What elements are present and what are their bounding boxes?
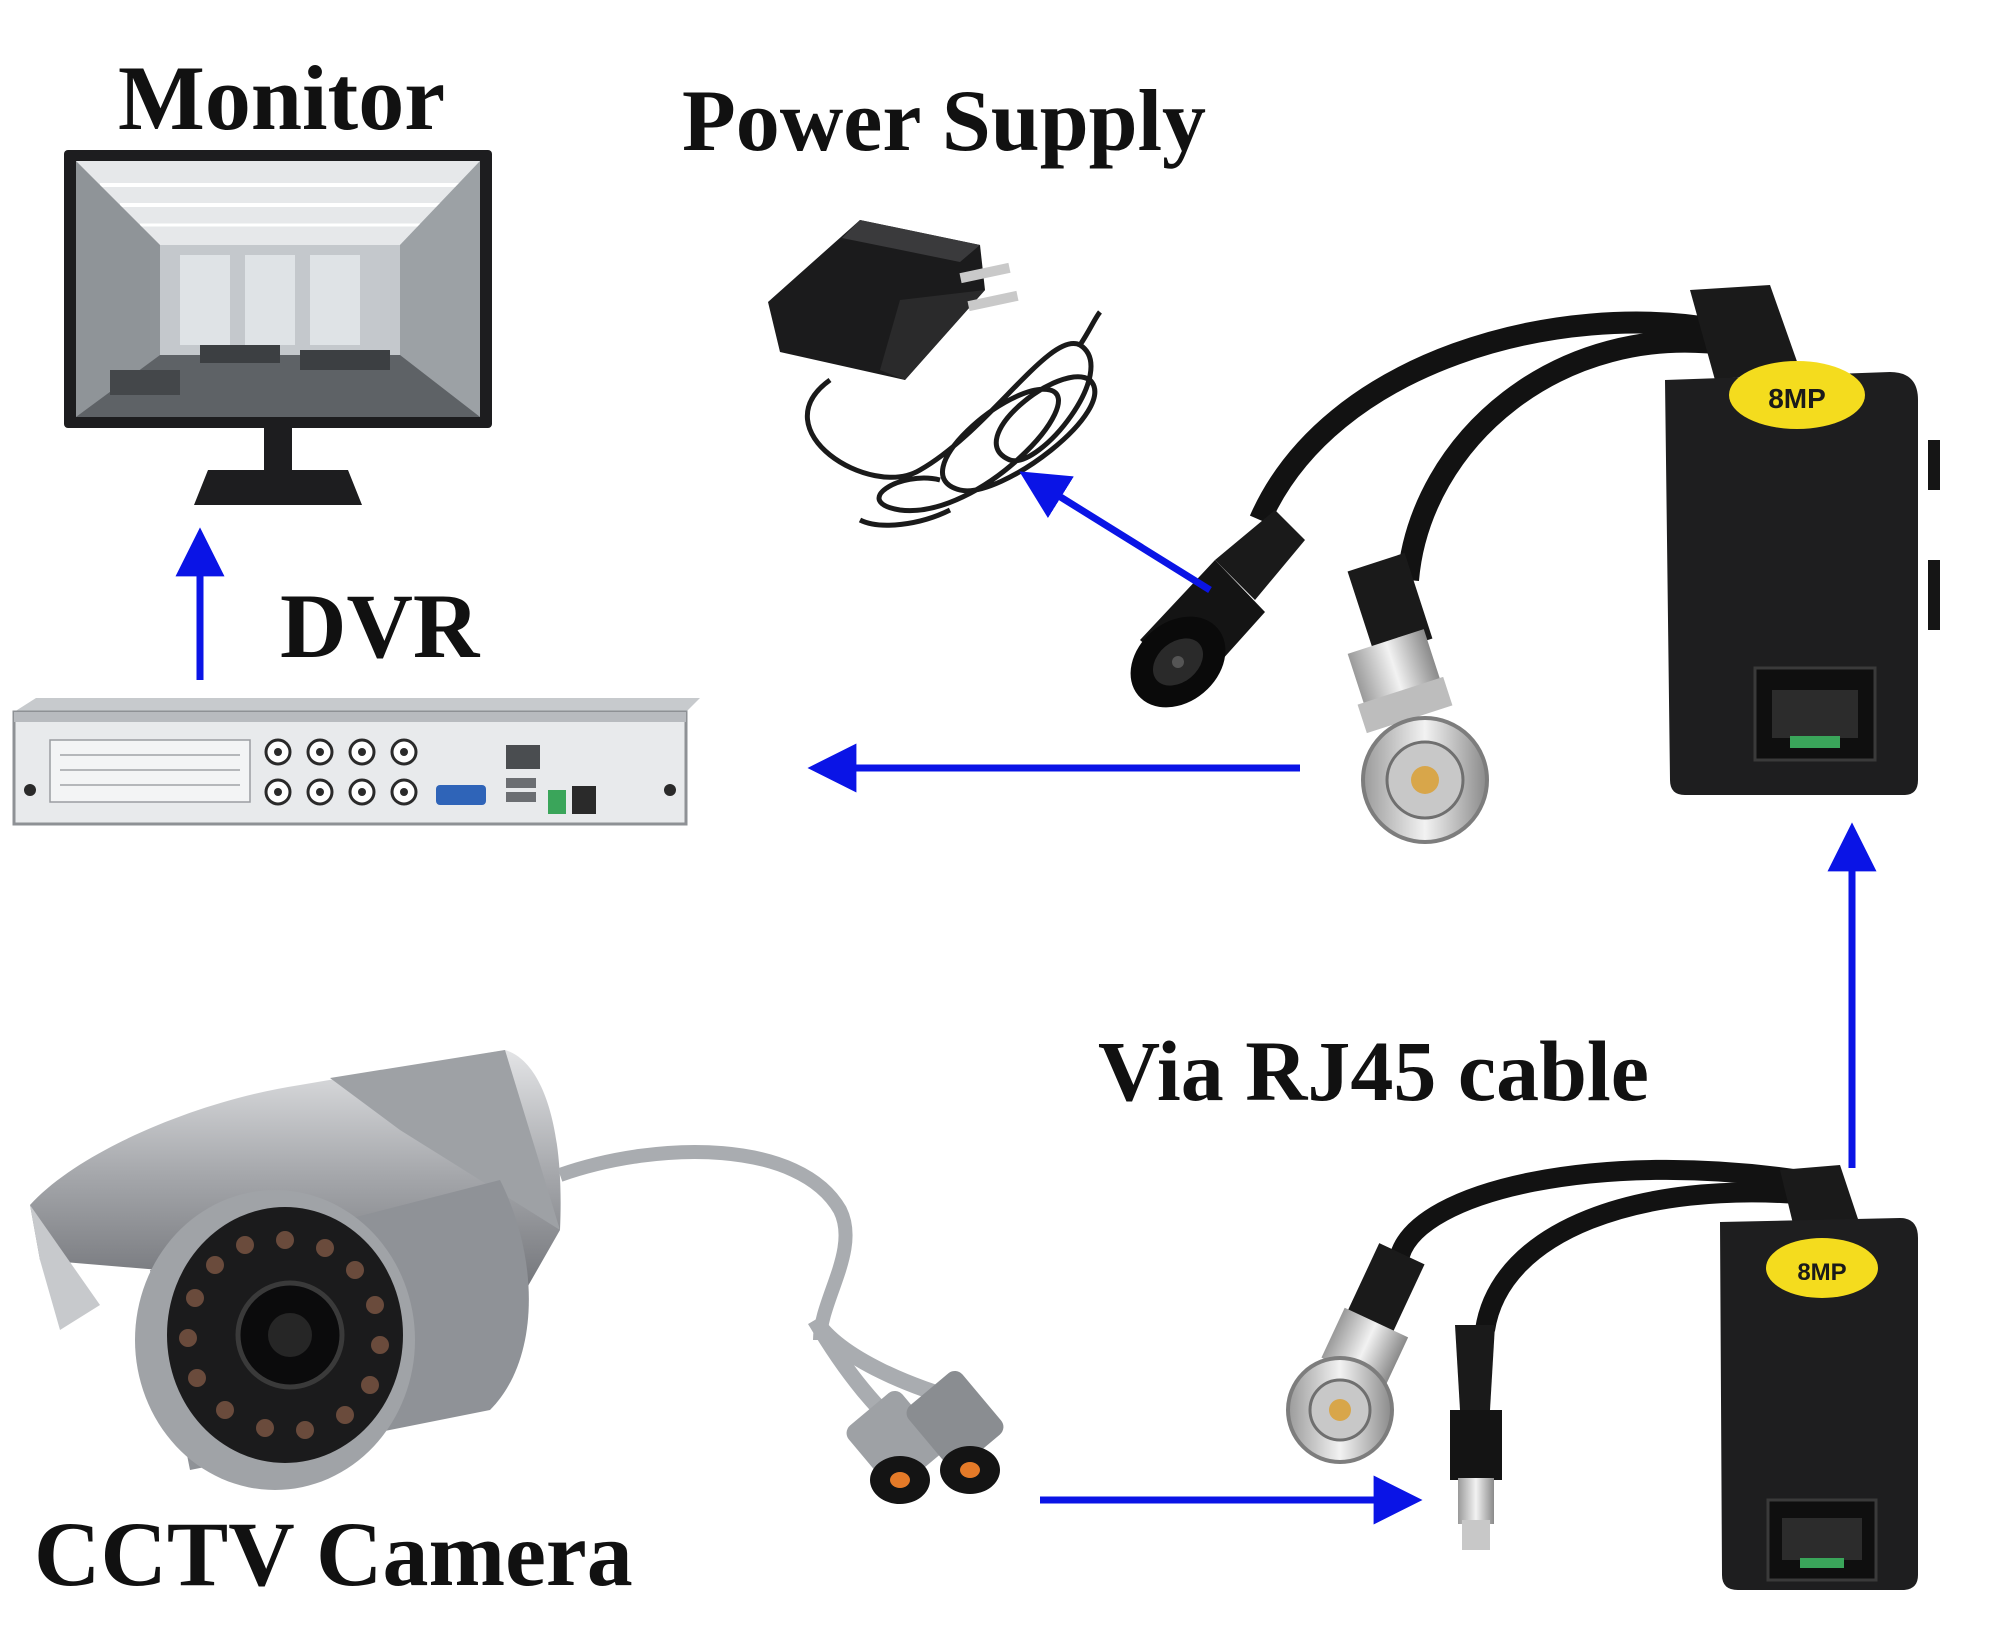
dc-jack-icon <box>1450 1325 1502 1550</box>
dvr-icon <box>12 698 700 826</box>
dc-jack-icon <box>1130 510 1305 708</box>
monitor-label: Monitor <box>118 47 446 149</box>
monitor-icon <box>64 150 492 505</box>
bnc-connector-icon <box>1347 552 1489 844</box>
video-balun-icon: 8MP <box>1390 1159 1918 1590</box>
video-balun-icon: 8MP <box>1249 285 1940 795</box>
signal-arrows <box>175 471 1877 1525</box>
arrow-adapter-to-power-supply <box>1019 471 1212 593</box>
power-adapter-icon <box>768 220 1102 528</box>
power-supply-label: Power Supply <box>682 73 1207 170</box>
bnc-connector-icon <box>1286 1243 1425 1464</box>
rj45-cable-label: Via RJ45 cable <box>1098 1023 1649 1119</box>
dvr-label: DVR <box>280 575 480 677</box>
balun-badge-lower: 8MP <box>1797 1259 1846 1286</box>
cctv-camera-icon <box>30 1050 1004 1504</box>
cctv-camera-label: CCTV Camera <box>34 1503 633 1605</box>
balun-badge-upper: 8MP <box>1768 383 1826 414</box>
